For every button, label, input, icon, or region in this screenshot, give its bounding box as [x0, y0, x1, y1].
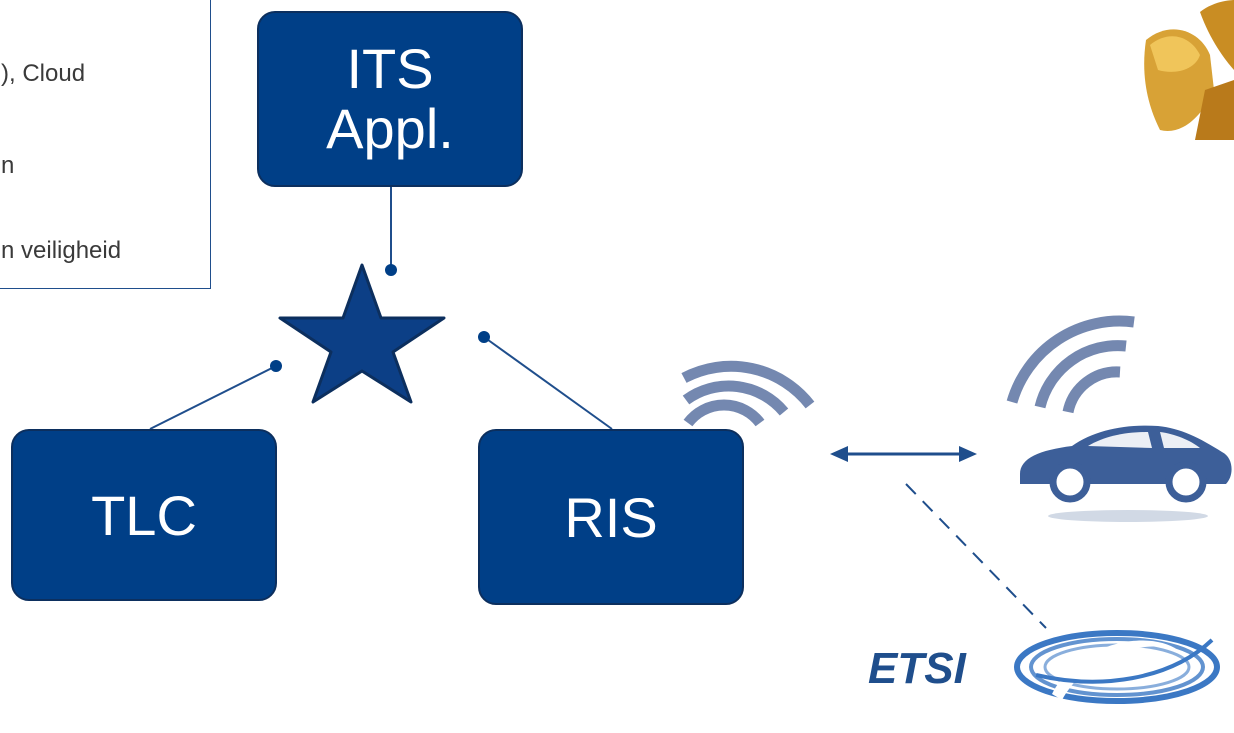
- car-wifi-icon: [1006, 315, 1135, 414]
- connector-dot-its: [385, 264, 397, 276]
- note-line-1: ), Cloud: [1, 60, 86, 87]
- node-tlc-label: TLC: [91, 483, 197, 547]
- double-arrow-icon: [830, 446, 977, 462]
- angel-icon: [1144, 0, 1234, 140]
- node-its-appl: ITS Appl.: [257, 11, 523, 187]
- node-ris-label: RIS: [564, 485, 658, 549]
- etsi-logo: ETSI: [868, 630, 1220, 704]
- node-its-label-1: ITS: [346, 37, 434, 100]
- connector-dot-tlc: [270, 360, 282, 372]
- node-ris: RIS: [478, 429, 744, 605]
- note-line-2: n: [1, 152, 15, 179]
- star-hub-icon: [278, 263, 446, 404]
- wifi-icon: [681, 360, 815, 427]
- note-box: ), Cloud n n veiligheid: [0, 0, 211, 289]
- connector-tlc-star: [149, 365, 277, 430]
- car-icon: [1020, 425, 1232, 522]
- node-tlc: TLC: [11, 429, 277, 601]
- node-its-label-2: Appl.: [326, 97, 454, 160]
- connector-ris-star: [483, 336, 613, 430]
- etsi-logo-text: ETSI: [868, 644, 967, 693]
- dashed-link-etsi: [905, 483, 1047, 629]
- note-line-3: n veiligheid: [1, 237, 122, 264]
- connector-dot-ris: [478, 331, 490, 343]
